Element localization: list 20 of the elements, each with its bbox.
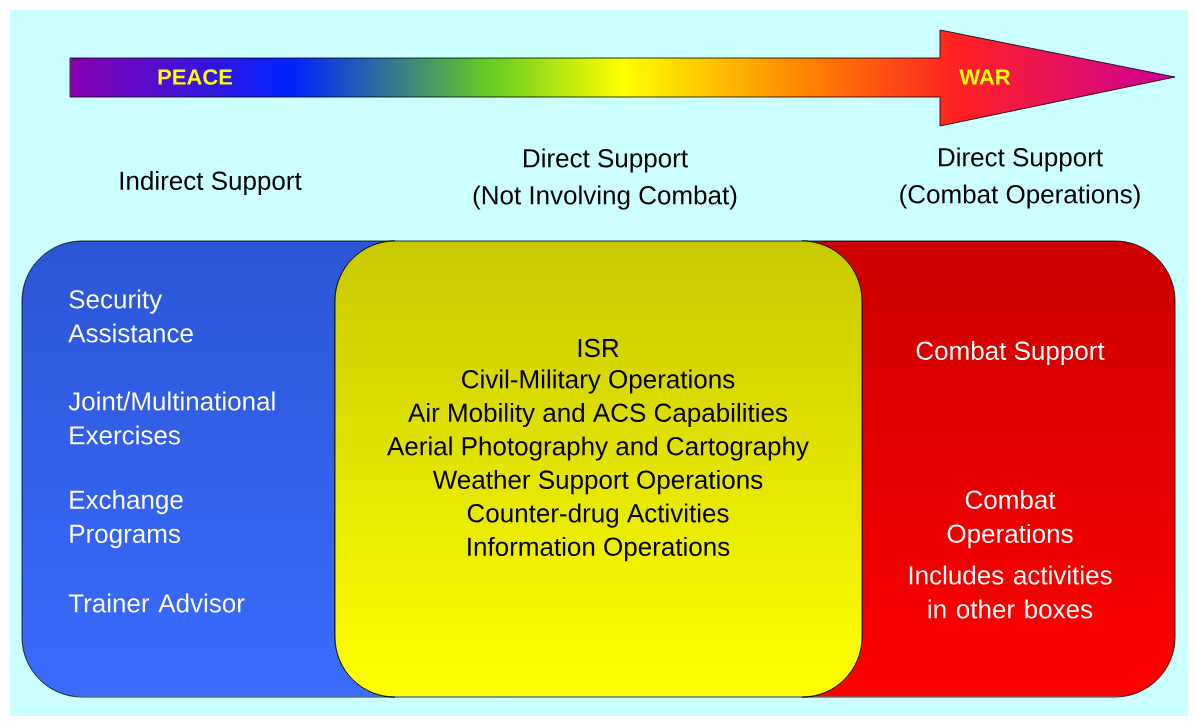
list-item: Weather Support Operations bbox=[432, 469, 763, 495]
arrow-label: WAR bbox=[959, 69, 1011, 85]
arrow-label: PEACE bbox=[158, 69, 233, 85]
list-item: Civil-Military Operations bbox=[462, 369, 735, 394]
list-item: ISR bbox=[578, 338, 619, 358]
list-item: Information Operations bbox=[468, 536, 730, 562]
list-item: Security Assistance bbox=[68, 289, 193, 343]
list-item: Includes activities in other boxes bbox=[909, 565, 1112, 619]
list-item: Combat Operations bbox=[947, 489, 1073, 549]
heading: Direct Support (Combat Operations) bbox=[900, 147, 1140, 209]
list-item: Exchange Programs bbox=[70, 489, 183, 549]
list-item: Counter-drug Activities bbox=[467, 503, 729, 528]
list-item: Aerial Photography and Cartography bbox=[387, 436, 809, 461]
heading: Indirect Support bbox=[120, 170, 302, 196]
list-item: Trainer Advisor bbox=[68, 593, 245, 613]
list-item: Joint/Multinational Exercises bbox=[68, 391, 275, 445]
heading: Direct Support (Not Involving Combat) bbox=[473, 148, 737, 210]
rounded-panel bbox=[334, 240, 863, 698]
list-item: Combat Support bbox=[916, 340, 1105, 366]
list-item: Air Mobility and ACS Capabilities bbox=[408, 402, 787, 428]
